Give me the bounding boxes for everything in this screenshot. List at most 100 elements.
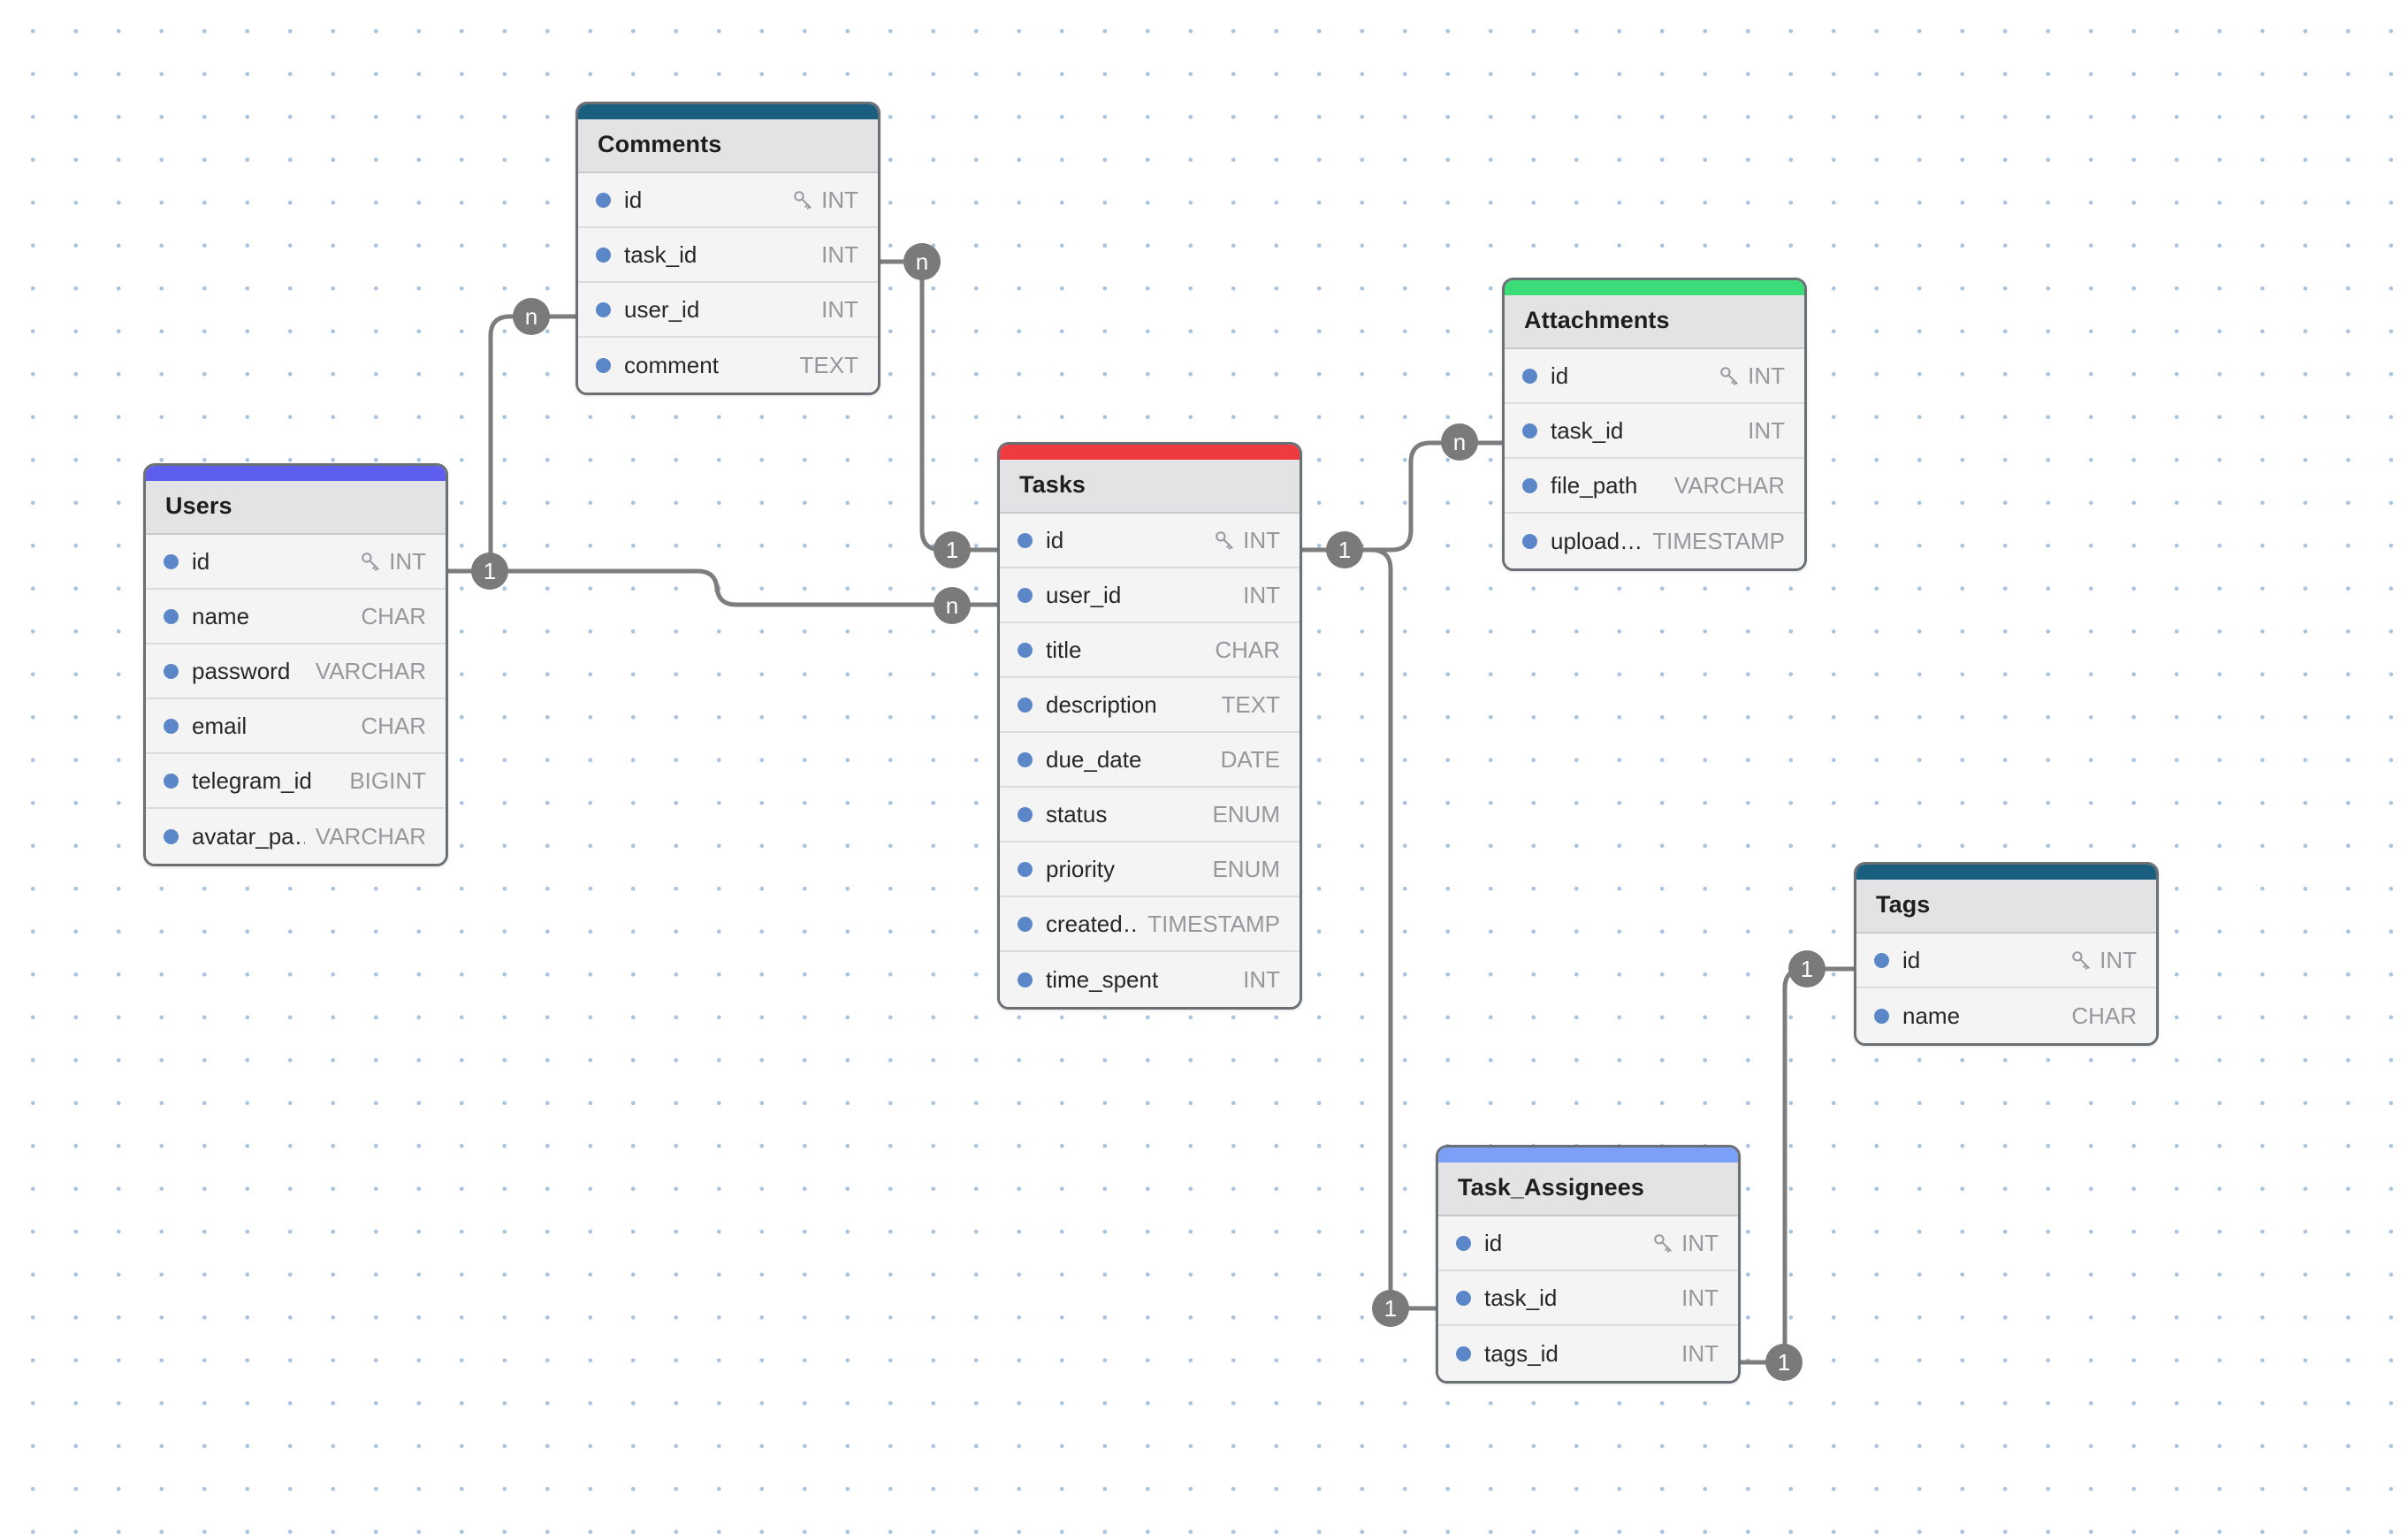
field-bullet-icon	[1522, 423, 1537, 438]
table-header-tags[interactable]: Tags	[1856, 880, 2156, 934]
field-name: priority	[1046, 855, 1116, 882]
field-row-tags-name[interactable]: name CHAR	[1856, 988, 2156, 1043]
field-row-tasks-status[interactable]: status ENUM	[1000, 788, 1300, 842]
field-bullet-icon	[596, 247, 611, 263]
field-meta: INT	[811, 241, 858, 269]
field-bullet-icon	[1018, 642, 1033, 658]
field-meta: VARCHAR	[305, 823, 426, 850]
relationship-edge-users-tasks	[446, 568, 1000, 607]
field-name: title	[1046, 636, 1082, 663]
field-name: task_id	[1484, 1284, 1558, 1311]
table-header-comments[interactable]: Comments	[578, 119, 878, 173]
cardinality-badge-tasks-user_id: n	[934, 587, 971, 624]
field-row-attachments-id[interactable]: id INT	[1505, 349, 1804, 404]
table-header-tasks[interactable]: Tasks	[1000, 460, 1300, 514]
field-name: tags_id	[1484, 1339, 1559, 1367]
table-title: Users	[165, 492, 232, 519]
field-name: email	[192, 712, 248, 739]
field-row-tasks-created[interactable]: created…TIMESTAMP	[1000, 897, 1300, 952]
field-bullet-icon	[1018, 587, 1033, 603]
field-bullet-icon	[596, 192, 611, 208]
relationship-edge-tasks-attachments	[1300, 440, 1505, 553]
field-bullet-icon	[1018, 532, 1033, 548]
relationship-edge-tags-taskassignees	[1738, 966, 1856, 1365]
table-accent-bar	[1856, 865, 2156, 880]
table-header-users[interactable]: Users	[146, 481, 446, 535]
cardinality-badge-taskassignees-tags_id: 1	[1765, 1344, 1803, 1381]
field-name: status	[1046, 800, 1108, 827]
field-bullet-icon	[596, 301, 611, 317]
field-name: name	[1902, 1002, 1961, 1029]
cardinality-badge-users-id: 1	[471, 553, 508, 590]
field-row-attachments-upload[interactable]: upload…TIMESTAMP	[1505, 514, 1804, 568]
field-row-users-avatar_pa[interactable]: avatar_pa…VARCHAR	[146, 809, 446, 864]
table-accent-bar	[146, 466, 446, 481]
field-type: VARCHAR	[315, 822, 426, 850]
field-type: INT	[1243, 581, 1280, 608]
field-name: upload…	[1551, 527, 1643, 554]
field-type: DATE	[1220, 745, 1280, 773]
field-bullet-icon	[164, 718, 179, 734]
field-name: time_spent	[1046, 965, 1159, 993]
field-type: INT	[2100, 946, 2137, 973]
table-header-task_assignees[interactable]: Task_Assignees	[1438, 1163, 1738, 1216]
field-type: INT	[1748, 416, 1785, 444]
field-bullet-icon	[1522, 477, 1537, 493]
field-meta: VARCHAR	[305, 658, 426, 685]
field-row-users-email[interactable]: email CHAR	[146, 699, 446, 754]
field-meta: INT	[2059, 947, 2137, 974]
field-name: id	[192, 547, 210, 575]
field-meta: ENUM	[1201, 801, 1280, 828]
field-type: CHAR	[361, 712, 426, 739]
field-bullet-icon	[1456, 1235, 1471, 1251]
field-meta: TIMESTAMP	[1642, 528, 1785, 555]
field-meta: INT	[1641, 1230, 1719, 1257]
field-name: name	[192, 602, 250, 629]
cardinality-badge-tasks-id-left: 1	[934, 531, 971, 568]
field-meta: CHAR	[2061, 1003, 2137, 1030]
field-meta: INT	[811, 296, 858, 324]
field-type: VARCHAR	[1673, 471, 1785, 499]
table-title: Task_Assignees	[1458, 1174, 1645, 1201]
field-bullet-icon	[1018, 806, 1033, 822]
table-header-attachments[interactable]: Attachments	[1505, 295, 1804, 349]
cardinality-badge-comments-task_id: n	[903, 243, 941, 280]
field-meta: INT	[1202, 527, 1280, 554]
field-type: INT	[1243, 526, 1280, 553]
field-type: CHAR	[2071, 1002, 2137, 1029]
key-icon	[1651, 1231, 1674, 1254]
field-name: id	[1551, 362, 1569, 389]
field-type: INT	[1748, 362, 1785, 389]
relationship-edge-users-comments	[446, 314, 578, 574]
field-name: comment	[624, 351, 719, 378]
key-icon	[791, 188, 814, 211]
